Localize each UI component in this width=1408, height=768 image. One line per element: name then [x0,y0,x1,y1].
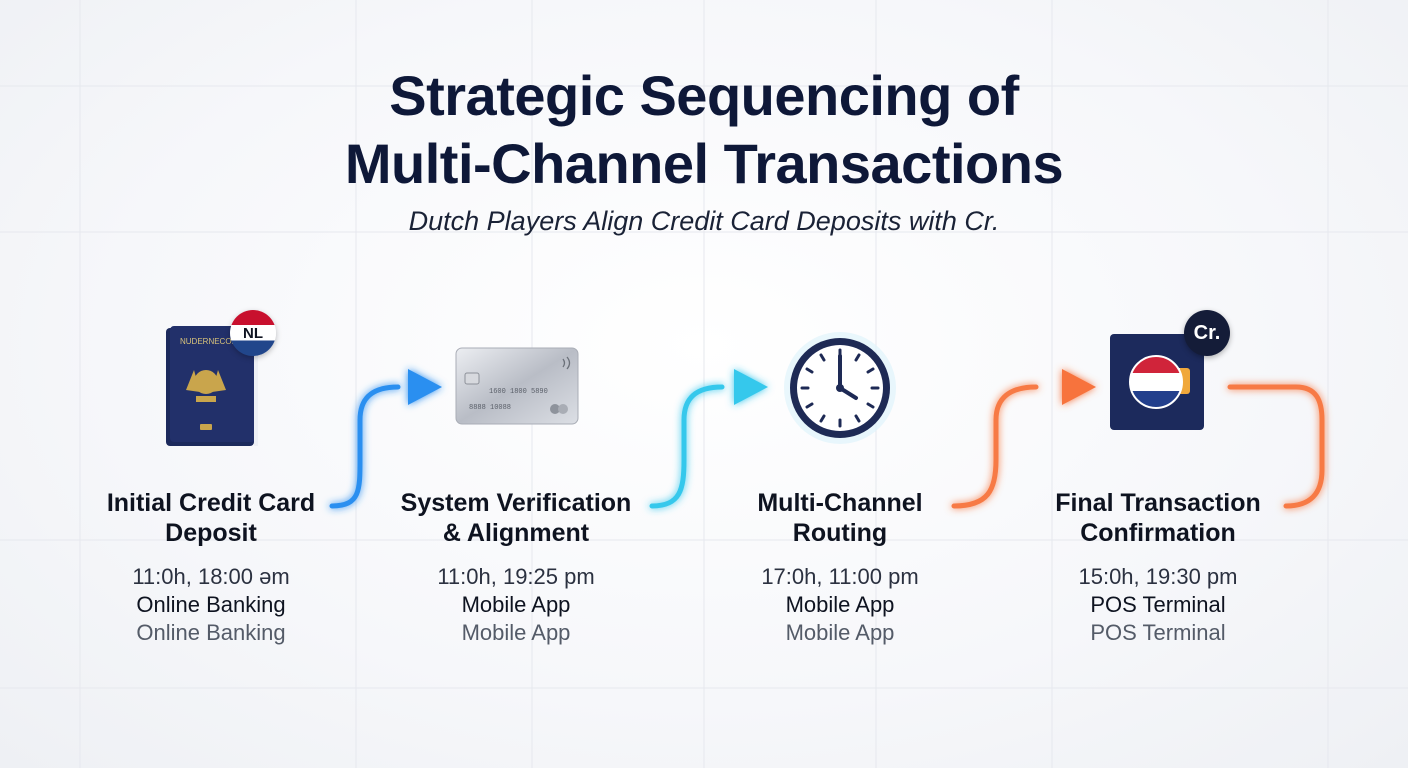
step-2-label: System Verification & Alignment [400,489,632,547]
step-2-time: 11:0h, 19:25 pm [437,564,595,589]
step-4-channel-sub: POS Terminal [1090,620,1226,645]
title-line-2: Multi-Channel Transactions [344,132,1064,195]
credit-card-icon: 1600 1800 5890 8888 10088 [455,347,579,425]
step-1-channel: Online Banking [136,592,286,617]
step-2-channel-sub: Mobile App [461,620,571,645]
connector-1 [275,369,442,509]
svg-text:NUDERNECOR: NUDERNECOR [180,337,238,346]
step-1-channel-sub: Online Banking [136,620,286,645]
cr-badge: Cr. [1184,310,1230,356]
connector-4 [1227,384,1325,509]
wallet-flag-icon [1110,334,1206,432]
step-3-label: Multi-Channel Routing [757,489,923,547]
step-1-time: 11:0h, 18:00 əm [132,564,290,589]
svg-text:1600 1800 5890: 1600 1800 5890 [489,388,548,396]
connector-2 [599,369,768,509]
step-3-time: 17:0h, 11:00 pm [761,564,919,589]
step-4-label: Final Transaction Confirmation [1055,489,1261,547]
nl-flag-badge: NL [230,310,276,356]
step-3-channel: Mobile App [785,592,895,617]
connector-3 [917,369,1096,509]
cr-badge-text: Cr. [1193,321,1221,344]
step-3-channel-sub: Mobile App [785,620,895,645]
page-title: Strategic Sequencing of Multi-Channel Tr… [0,62,1408,198]
step-4-channel: POS Terminal [1090,592,1226,617]
step-1-label: Initial Credit Card Deposit [106,489,316,547]
step-2-channel: Mobile App [461,592,571,617]
nl-badge-text: NL [243,324,263,342]
title-line-1: Strategic Sequencing of [389,64,1019,127]
clock-icon [782,330,898,446]
step-4-time: 15:0h, 19:30 pm [1078,564,1238,589]
svg-text:8888 10088: 8888 10088 [469,404,511,412]
passport-icon: NUDERNECOR [160,320,280,450]
page-subtitle: Dutch Players Align Credit Card Deposits… [408,206,1000,236]
